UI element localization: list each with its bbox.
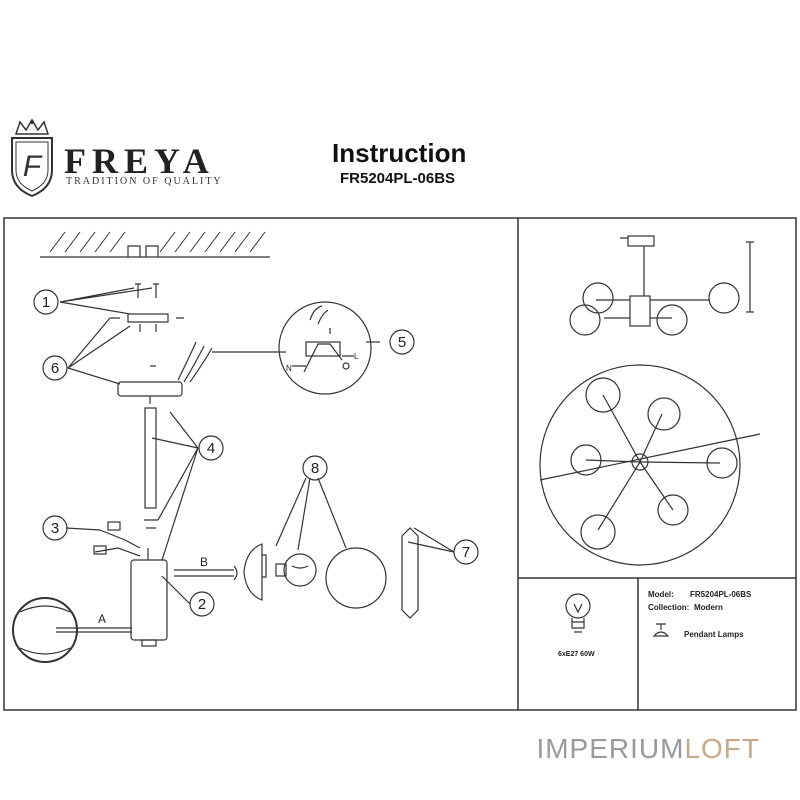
callout-4: 4 xyxy=(207,440,215,457)
callout-3: 3 xyxy=(51,520,59,537)
model-label: Model: xyxy=(648,590,674,599)
freya-crest-logo: F xyxy=(11,118,53,198)
callout-2: 2 xyxy=(198,596,206,613)
callout-1: 1 xyxy=(42,294,50,311)
collection-value: Modern xyxy=(694,603,723,612)
lamp-type: Pendant Lamps xyxy=(684,630,744,639)
page-title: Instruction xyxy=(332,138,467,168)
callout-6: 6 xyxy=(51,360,59,377)
callout-8: 8 xyxy=(311,460,319,477)
svg-text:F: F xyxy=(23,150,43,183)
bulb-spec: 6xE27 60W xyxy=(558,651,595,658)
model-value: FR5204PL-06BS xyxy=(690,590,752,599)
brand-tagline: TRADITION OF QUALITY xyxy=(66,176,223,187)
watermark-part1: IMPERIUM xyxy=(536,733,685,764)
label-b: B xyxy=(200,555,208,569)
collection-label: Collection: xyxy=(648,603,690,612)
watermark: IMPERIUMLOFT xyxy=(536,733,760,765)
label-l: L xyxy=(354,352,359,361)
watermark-part2: LOFT xyxy=(684,733,760,764)
callout-5: 5 xyxy=(398,334,406,351)
label-a: A xyxy=(98,612,106,626)
label-n: N xyxy=(286,364,292,373)
brand-name: FREYA xyxy=(64,141,215,181)
model-code: FR5204PL-06BS xyxy=(340,170,456,187)
callout-7: 7 xyxy=(462,544,470,561)
